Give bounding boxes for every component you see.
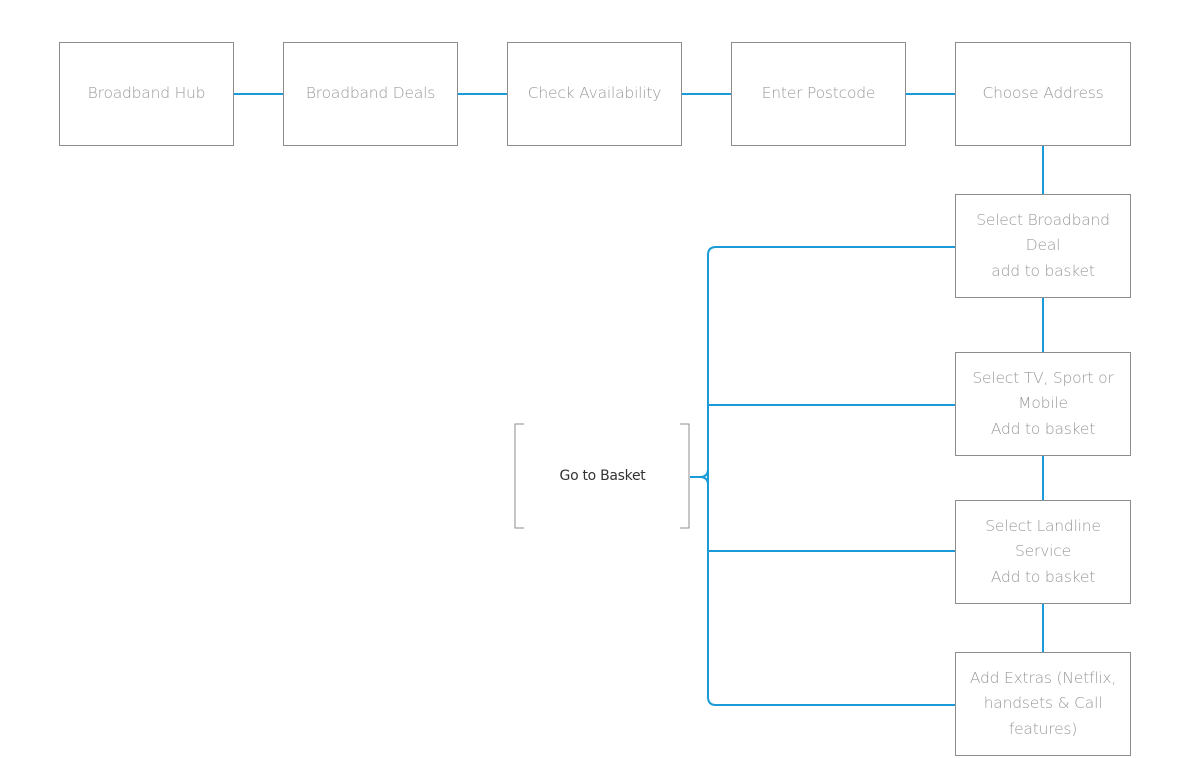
node-select-landline-service[interactable]: Select Landline Service Add to basket bbox=[955, 500, 1131, 604]
node-enter-postcode[interactable]: Enter Postcode bbox=[731, 42, 906, 146]
basket-branches bbox=[690, 246, 955, 706]
node-select-broadband-deal[interactable]: Select Broadband Deal add to basket bbox=[955, 194, 1131, 298]
basket-bracket-left bbox=[514, 423, 524, 529]
branch-basket-lower bbox=[699, 476, 709, 486]
node-enter-postcode-label: Enter Postcode bbox=[761, 84, 876, 103]
node-broadband-hub-label: Broadband Hub bbox=[87, 84, 206, 103]
node-add-extras[interactable]: Add Extras (Netflix, handsets & Call fea… bbox=[955, 652, 1131, 756]
node-select-tv-sport-mobile[interactable]: Select TV, Sport or Mobile Add to basket bbox=[955, 352, 1131, 456]
node-check-availability[interactable]: Check Availability bbox=[507, 42, 682, 146]
node-add-extras-label: Add Extras (Netflix, handsets & Call fea… bbox=[969, 668, 1117, 738]
node-check-availability-label: Check Availability bbox=[527, 84, 662, 103]
node-select-tv-sport-mobile-label: Select TV, Sport or Mobile Add to basket bbox=[972, 368, 1114, 438]
node-choose-address[interactable]: Choose Address bbox=[955, 42, 1131, 146]
node-select-broadband-deal-label: Select Broadband Deal add to basket bbox=[976, 210, 1110, 280]
node-select-landline-service-label: Select Landline Service Add to basket bbox=[985, 516, 1101, 586]
node-broadband-deals-label: Broadband Deals bbox=[305, 84, 436, 103]
node-broadband-deals[interactable]: Broadband Deals bbox=[283, 42, 458, 146]
go-to-basket-label: Go to Basket bbox=[559, 468, 646, 484]
go-to-basket[interactable]: Go to Basket bbox=[515, 424, 690, 528]
basket-bracket-right bbox=[680, 423, 690, 529]
basket-brackets bbox=[514, 423, 690, 529]
node-broadband-hub[interactable]: Broadband Hub bbox=[59, 42, 234, 146]
node-choose-address-label: Choose Address bbox=[982, 84, 1104, 103]
basket-spine bbox=[707, 246, 955, 706]
branch-basket bbox=[690, 468, 709, 478]
